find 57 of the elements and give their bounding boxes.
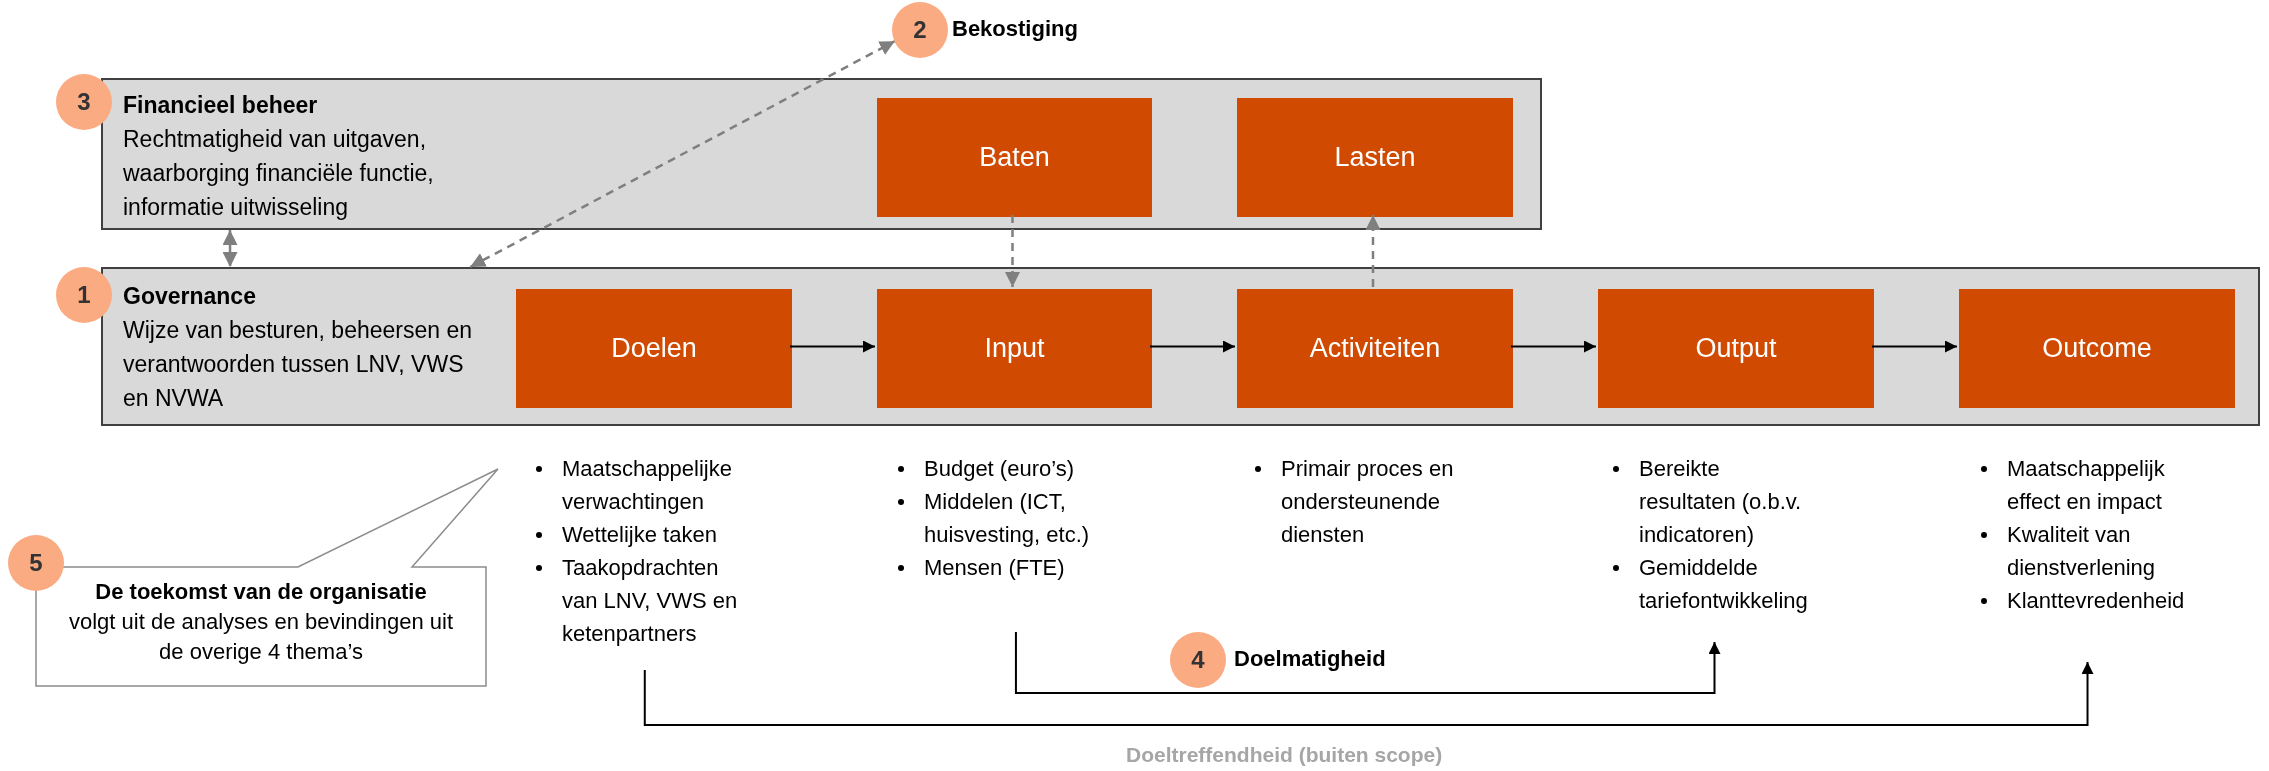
box-label: Input <box>984 333 1045 364</box>
number-badge <box>8 535 64 591</box>
badge-caption: Doelmatigheid <box>1234 646 1386 672</box>
box-label: Outcome <box>2042 333 2152 364</box>
bullet-item: Bereikte resultaten (o.b.v. indicatoren) <box>1607 452 1822 551</box>
panel-description: Wijze van besturen, beheersen en verantwoorden tussen LNV, VWS en NVWA <box>123 316 474 413</box>
box-label: Activiteiten <box>1309 333 1441 364</box>
arrow <box>1871 340 1958 353</box>
bullet-item: Budget (euro’s) <box>892 452 1162 485</box>
panel-description: Rechtmatigheid van uitgaven, waarborging financiële functie, informatie uitwisseling <box>123 125 435 222</box>
bullet-item: Maatschappelijke verwachtingen <box>530 452 752 518</box>
box-label: Output <box>1695 333 1777 364</box>
bullet-item: Mensen (FTE) <box>892 551 1162 584</box>
panel-box <box>101 267 2260 426</box>
arrow <box>1014 631 1721 694</box>
panel-heading: Governance <box>123 282 257 311</box>
bullet-item: Maatschappelijk effect en impact <box>1975 452 2207 518</box>
number-badge <box>56 74 112 130</box>
number-badge <box>892 2 948 58</box>
arrow <box>1510 340 1597 353</box>
panel-heading: Financieel beheer <box>123 91 319 120</box>
bullet-item: Klanttevredenheid <box>1975 584 2207 617</box>
number-badge <box>1170 632 1226 688</box>
process-box <box>1237 289 1513 408</box>
arrow <box>1005 215 1020 287</box>
box-label: Lasten <box>1334 142 1416 173</box>
process-box <box>516 289 792 408</box>
arrow <box>222 230 238 267</box>
bullet-item: Middelen (ICT, huisvesting, etc.) <box>892 485 1162 551</box>
bullet-item: Taakopdrachten van LNV, VWS en ketenpartners <box>530 551 752 650</box>
box-label: Baten <box>979 142 1050 173</box>
process-box <box>1959 289 2235 408</box>
bullet-item: Gemiddelde tariefontwikkeling <box>1607 551 1822 617</box>
arrow <box>469 40 896 269</box>
arrow <box>789 340 876 353</box>
bullet-item: Kwaliteit van dienstverlening <box>1975 518 2207 584</box>
badge-number: 5 <box>29 549 43 577</box>
bullet-item: Wettelijke taken <box>530 518 752 551</box>
process-box <box>1598 289 1874 408</box>
arrow <box>1149 340 1236 353</box>
badge-number: 4 <box>1191 646 1205 674</box>
process-box <box>877 98 1152 217</box>
badge-number: 2 <box>913 16 927 44</box>
process-box <box>1237 98 1513 217</box>
process-box <box>877 289 1152 408</box>
edge-label: Doeltreffendheid (buiten scope) <box>1126 743 1443 767</box>
bullet-item: Primair proces en ondersteunende diensten <box>1249 452 1484 551</box>
box-label: Doelen <box>611 333 697 364</box>
badge-number: 3 <box>77 88 91 116</box>
callout-heading: De toekomst van de organisatie <box>94 578 428 606</box>
number-badge <box>56 267 112 323</box>
arrow <box>1365 215 1381 287</box>
callout-text: volgt uit de analyses en bevindingen uit de overige 4 thema’s <box>67 608 454 666</box>
panel-box <box>101 78 1542 230</box>
badge-caption: Bekostiging <box>952 16 1078 42</box>
badge-number: 1 <box>77 281 91 309</box>
arrow <box>643 661 2094 726</box>
